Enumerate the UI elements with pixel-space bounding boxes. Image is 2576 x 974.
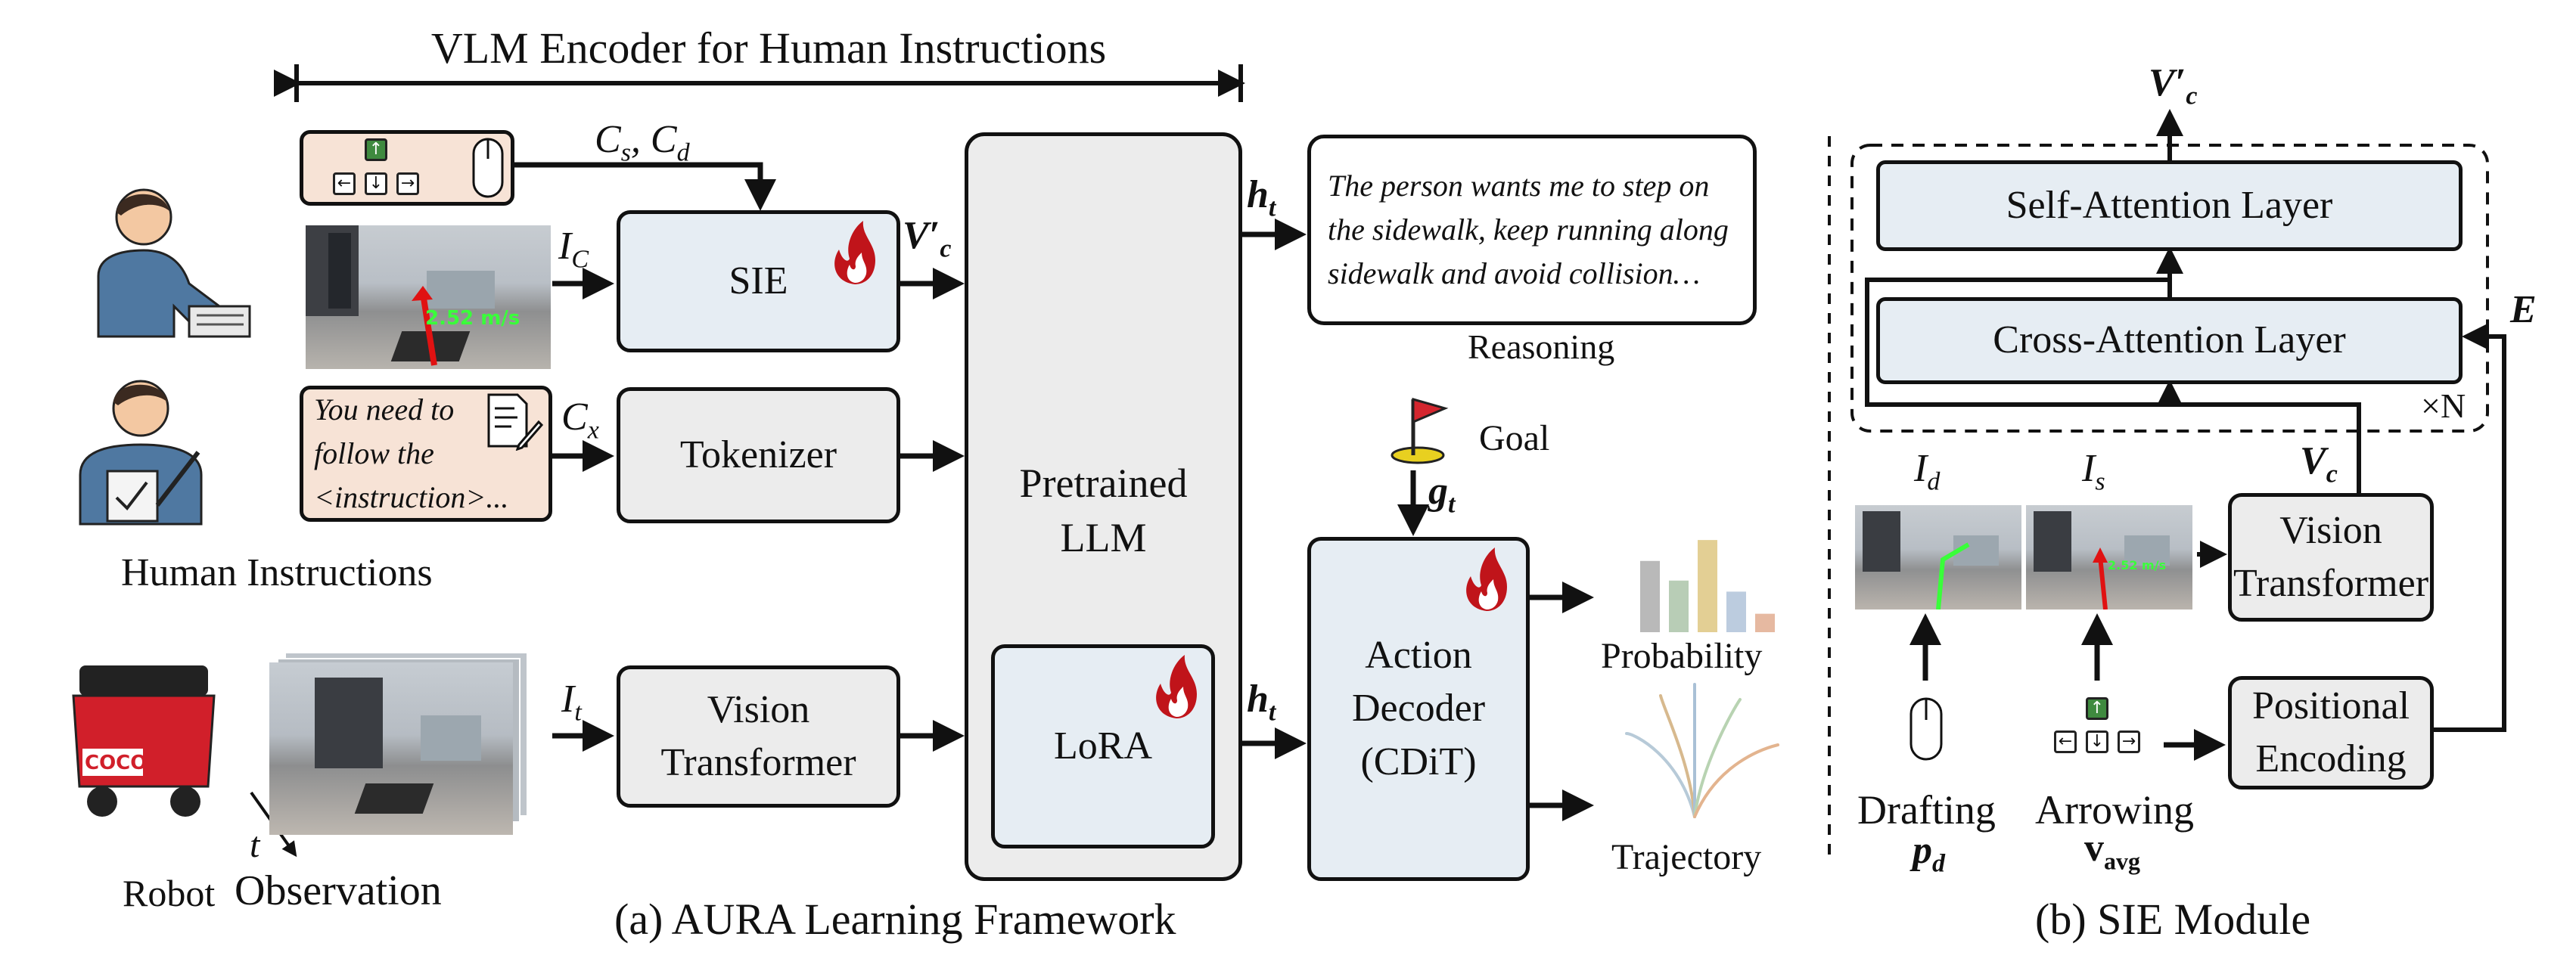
reasoning-label: Reasoning [1468, 327, 1615, 366]
human-instructions-label: Human Instructions [121, 551, 433, 594]
arrow-up-key-icon: ↑ [365, 138, 387, 161]
header-title: VLM Encoder for Human Instructions [430, 23, 1107, 73]
gt-label: gt [1428, 470, 1456, 519]
goal-label: Goal [1479, 418, 1550, 458]
vc-prime-out-label: V′c [2149, 61, 2198, 110]
sie-box-label: SIE [729, 259, 788, 302]
robot-icon [72, 665, 216, 817]
arrow-right-key-icon: → [396, 172, 419, 195]
probability-label: Probability [1601, 636, 1763, 676]
reasoning-box: The person wants me to step on the sidew… [1307, 135, 1757, 325]
speed-label: 2.52 m/s [425, 307, 520, 330]
times-n-label: ×N [2421, 386, 2466, 425]
person-typing-icon [97, 188, 251, 338]
cross-attention-box: Cross-Attention Layer [1876, 297, 2463, 384]
probability-bar [1669, 580, 1689, 632]
speed-small-label: 2.52 m/s [2108, 558, 2167, 572]
lora-label: LoRA [1054, 724, 1152, 768]
person-writing-icon [79, 380, 203, 526]
self-attention-label: Self-Attention Layer [2006, 183, 2333, 227]
is-label: Is [2082, 447, 2105, 496]
sie-vision-transformer-box: Vision Transformer [2228, 493, 2434, 622]
tokenizer-box: Tokenizer [617, 387, 900, 523]
drafting-image [1855, 505, 2021, 610]
drafting-label: Drafting [1857, 787, 1996, 833]
id-label: Id [1914, 447, 1941, 496]
trajectory-label: Trajectory [1611, 837, 1762, 877]
action-line3: (CDiT) [1360, 740, 1477, 783]
arrowing-label: Arrowing [2035, 787, 2194, 833]
cross-attention-label: Cross-Attention Layer [1993, 318, 2346, 362]
reasoning-text: The person wants me to step on the sidew… [1328, 169, 1729, 290]
arrowing-image: 2.52 m/s [2026, 505, 2192, 610]
ht-top-label: ht [1247, 173, 1276, 222]
goal-flag-icon [1391, 398, 1449, 464]
flame-icon [1466, 547, 1507, 611]
observation-label: Observation [235, 867, 442, 914]
positional-encoding-box: Positional Encoding [2228, 676, 2434, 789]
cs-cd-label: Cs, Cd [595, 118, 690, 167]
caption-b: (b) SIE Module [2035, 895, 2311, 944]
arrow-right-key-icon: → [2118, 730, 2140, 753]
action-line1: Action [1365, 634, 1472, 678]
e-label: E [2510, 288, 2537, 331]
ic-label: IC [558, 225, 589, 274]
mouse-icon [472, 138, 504, 198]
speed-observation-image: 2.52 m/s [306, 225, 551, 369]
self-attention-box: Self-Attention Layer [1876, 160, 2463, 251]
vision-transformer-box: Vision Transformer [617, 665, 900, 808]
sie-vit-line1: Vision [2279, 508, 2382, 552]
arrow-up-key-icon: ↑ [2086, 697, 2108, 720]
caption-a: (a) AURA Learning Framework [614, 895, 1176, 944]
arrow-down-key-icon: ↓ [365, 172, 387, 195]
cx-label: Cx [561, 395, 599, 445]
probability-bar [1726, 591, 1746, 632]
probability-bar [1698, 540, 1717, 632]
vc-prime-label: V′c [903, 214, 952, 263]
arrow-down-key-icon: ↓ [2086, 730, 2108, 753]
vit-line2: Transformer [660, 741, 856, 784]
probability-chart [1640, 540, 1775, 632]
robot-label: Robot [123, 872, 216, 914]
arrow-left-key-icon: ← [333, 172, 356, 195]
llm-line1: Pretrained [1019, 461, 1188, 506]
coco-label: COCO [85, 752, 148, 774]
vc-label: Vc [2300, 439, 2338, 489]
ht-bottom-label: ht [1247, 678, 1276, 727]
vit-line1: Vision [707, 687, 810, 731]
observation-frame-front [269, 662, 513, 835]
arrow-left-key-icon: ← [2054, 730, 2077, 753]
tokenizer-label: Tokenizer [679, 433, 837, 476]
instruction-text: You need to follow the <instruction>... [314, 392, 509, 514]
flame-icon [834, 221, 875, 284]
pos-line2: Encoding [2255, 737, 2407, 780]
pos-line1: Positional [2251, 684, 2410, 727]
document-pen-icon [487, 393, 543, 451]
pd-label: pd [1913, 829, 1945, 878]
probability-bar [1640, 560, 1660, 632]
mouse-icon [1909, 697, 1943, 761]
instruction-text-box: You need to follow the <instruction>... [300, 386, 552, 522]
lora-box: LoRA [991, 644, 1215, 848]
trajectory-fan-icon [1625, 683, 1779, 818]
flame-icon [1156, 655, 1197, 718]
probability-bar [1755, 613, 1775, 632]
vavg-label: vavg [2084, 827, 2140, 875]
llm-line2: LLM [1060, 515, 1147, 560]
it-label: It [561, 678, 582, 727]
action-line2: Decoder [1351, 687, 1486, 730]
sie-vit-line2: Transformer [2233, 562, 2429, 605]
t-label: t [250, 825, 260, 865]
